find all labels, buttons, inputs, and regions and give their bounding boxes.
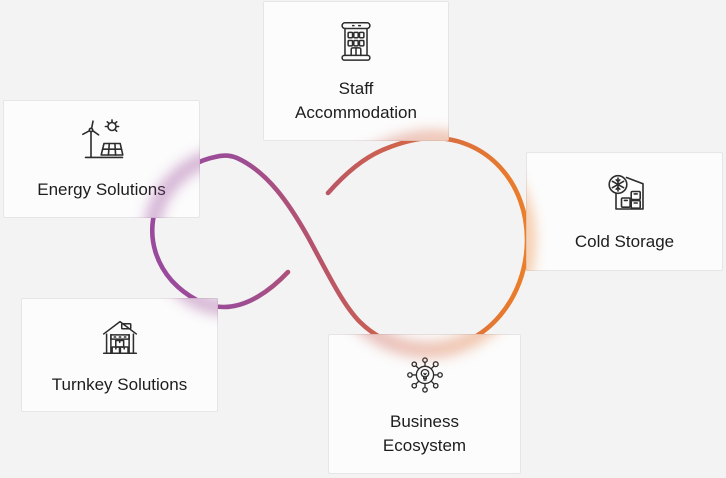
card-energy-solutions[interactable]: Energy Solutions (3, 100, 200, 218)
card-cold-storage[interactable]: Cold Storage (526, 152, 723, 271)
card-staff-accommodation[interactable]: Staff Accommodation (263, 1, 449, 141)
snowflake-warehouse-icon (607, 175, 644, 211)
card-label-cold-storage: Cold Storage (574, 232, 675, 252)
lightbulb-network-icon (406, 357, 443, 393)
warehouse-boxes-icon (102, 320, 137, 354)
apartment-building-icon (341, 22, 371, 61)
card-turnkey-solutions[interactable]: Turnkey Solutions (21, 298, 218, 412)
card-business-ecosystem[interactable]: Business Ecosystem (328, 334, 521, 474)
card-label-energy-solutions: Energy Solutions (37, 179, 166, 199)
card-label-turnkey-solutions: Turnkey Solutions (51, 374, 188, 394)
card-label-business-ecosystem: Business Ecosystem (382, 412, 467, 455)
card-label-staff-accommodation: Staff Accommodation (295, 79, 417, 122)
wind-turbine-solar-panel-icon (81, 118, 124, 158)
